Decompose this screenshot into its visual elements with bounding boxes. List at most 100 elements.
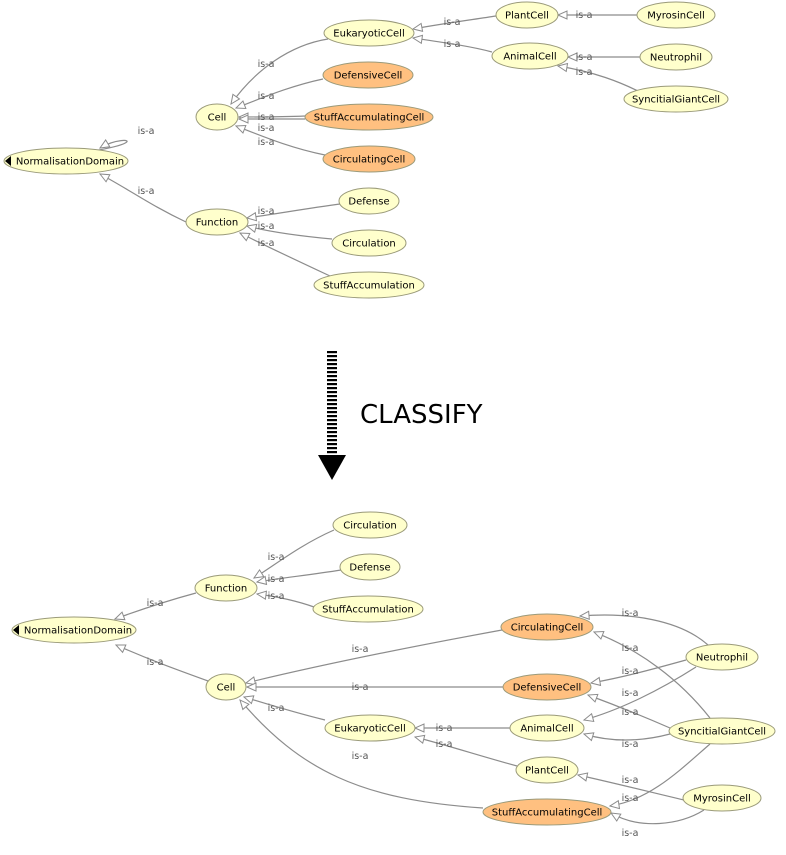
edge-eukaryotic-cell-to-cell [243, 696, 326, 721]
edge-label: is-a [622, 666, 639, 677]
arrowhead-icon [255, 575, 268, 586]
asserted-hierarchy-graph: is-ais-ais-ais-ais-ais-ais-ais-ais-ais-a… [3, 1, 729, 299]
node-neutrophil[interactable]: Neutrophil [685, 643, 759, 671]
node-cell[interactable]: Cell [205, 673, 247, 701]
edge-label: is-a [622, 688, 639, 699]
node-syncitial-giant-cell[interactable]: SyncitialGiantCell [668, 717, 776, 745]
node-eukaryotic-cell[interactable]: EukaryoticCell [324, 714, 416, 742]
node-label: AnimalCell [520, 724, 573, 735]
edge-label: is-a [622, 739, 639, 750]
node-ellipse [331, 229, 407, 257]
edge-label: is-a [622, 608, 639, 619]
arrowhead-icon [592, 631, 605, 640]
arrowhead-icon [98, 139, 111, 149]
node-ellipse [502, 673, 592, 701]
node-myrosin-cell[interactable]: MyrosinCell [682, 784, 762, 812]
edge-label: is-a [147, 598, 164, 609]
asserted-edges [3, 10, 641, 277]
node-label: PlantCell [525, 766, 569, 777]
node-animal-cell[interactable]: AnimalCell [491, 42, 569, 70]
node-cell[interactable]: Cell [195, 103, 239, 131]
node-label: StuffAccumulatingCell [314, 113, 425, 124]
node-animal-cell[interactable]: AnimalCell [509, 714, 585, 742]
node-stuff-accumulation[interactable]: StuffAccumulation [312, 595, 424, 623]
arrowhead-icon [230, 93, 241, 106]
node-myrosin-cell[interactable]: MyrosinCell [636, 1, 716, 29]
edge-circulation-to-function [253, 529, 335, 579]
node-label: Cell [208, 113, 227, 124]
node-label: EukaryoticCell [333, 29, 404, 40]
edge-stuff-accumulating-cell-to-cell [239, 699, 484, 809]
edge-circulating-cell-to-cell [235, 125, 326, 156]
edge-label: is-a [622, 643, 639, 654]
edge-label: is-a [576, 67, 593, 78]
node-circulating-cell[interactable]: CirculatingCell [500, 613, 594, 641]
node-ellipse [500, 613, 594, 641]
node-circulating-cell[interactable]: CirculatingCell [322, 145, 416, 173]
edge-label: is-a [258, 137, 275, 148]
node-normalisation-domain[interactable]: NormalisationDomain [3, 147, 129, 175]
node-normalisation-domain[interactable]: NormalisationDomain [11, 616, 137, 644]
arrowhead-icon [244, 676, 257, 686]
node-circulation[interactable]: Circulation [331, 229, 407, 257]
arrowhead-icon [589, 676, 602, 687]
arrowhead-icon [245, 211, 258, 222]
node-label: StuffAccumulatingCell [492, 808, 603, 819]
node-neutrophil[interactable]: Neutrophil [639, 43, 713, 71]
edge-label: is-a [622, 775, 639, 786]
node-function[interactable]: Function [185, 208, 249, 236]
node-eukaryotic-cell[interactable]: EukaryoticCell [323, 19, 415, 47]
node-ellipse [11, 616, 137, 644]
node-ellipse [195, 103, 239, 131]
node-label: MyrosinCell [693, 794, 751, 805]
node-label: SyncitialGiantCell [678, 727, 766, 738]
arrowhead-icon [413, 723, 425, 733]
edge-neutrophil-to-defensive-cell [590, 659, 687, 684]
node-ellipse [636, 1, 716, 29]
node-ellipse [323, 19, 415, 47]
arrowhead-icon [234, 124, 247, 134]
node-label: DefensiveCell [334, 71, 403, 82]
edge-neutrophil-to-circulating-cell [579, 614, 709, 646]
node-circulation[interactable]: Circulation [332, 511, 408, 539]
node-ellipse [312, 595, 424, 623]
node-defense[interactable]: Defense [339, 553, 401, 581]
node-ellipse [682, 784, 762, 812]
node-defensive-cell[interactable]: DefensiveCell [322, 61, 414, 89]
edge-label: is-a [258, 221, 275, 232]
edge-label: is-a [444, 39, 461, 50]
edge-function-to-normalisation-domain [99, 173, 187, 223]
arrowhead-icon [608, 799, 621, 810]
arrowhead-icon [582, 732, 595, 742]
node-plant-cell[interactable]: PlantCell [495, 1, 559, 29]
arrowhead-icon [609, 812, 622, 822]
node-label: EukaryoticCell [334, 724, 405, 735]
node-ellipse [185, 208, 249, 236]
node-defensive-cell[interactable]: DefensiveCell [502, 673, 592, 701]
node-stuff-accumulation[interactable]: StuffAccumulation [313, 271, 425, 299]
edge-label: is-a [576, 10, 593, 21]
node-defense[interactable]: Defense [338, 187, 400, 215]
arrowhead-icon [578, 610, 590, 620]
node-ellipse [482, 798, 612, 826]
node-plant-cell[interactable]: PlantCell [515, 756, 579, 784]
node-label: Circulation [342, 239, 396, 250]
inferred-edges [113, 529, 711, 825]
edge-eukaryotic-cell-to-cell [230, 38, 329, 105]
inferred-nodes: NormalisationDomain Function CirculationDe… [11, 511, 776, 826]
arrowhead-icon [114, 644, 127, 654]
node-ellipse [495, 1, 559, 29]
expand-marker-icon[interactable] [13, 625, 19, 635]
arrowhead-icon [242, 695, 255, 705]
node-label: Neutrophil [696, 653, 748, 664]
node-syncitial-giant-cell[interactable]: SyncitialGiantCell [623, 85, 729, 113]
node-label: PlantCell [505, 11, 549, 22]
node-stuff-accumulating-cell[interactable]: StuffAccumulatingCell [482, 798, 612, 826]
edge-label: is-a [147, 657, 164, 668]
node-function[interactable]: Function [194, 574, 258, 602]
expand-marker-icon[interactable] [5, 156, 11, 166]
node-stuff-accumulating-cell[interactable]: StuffAccumulatingCell [304, 103, 434, 131]
edge-label: is-a [258, 91, 275, 102]
arrowhead-icon [411, 34, 424, 45]
inferred-edge-labels: is-ais-ais-ais-ais-ais-ais-ais-ais-ais-a… [147, 552, 639, 839]
